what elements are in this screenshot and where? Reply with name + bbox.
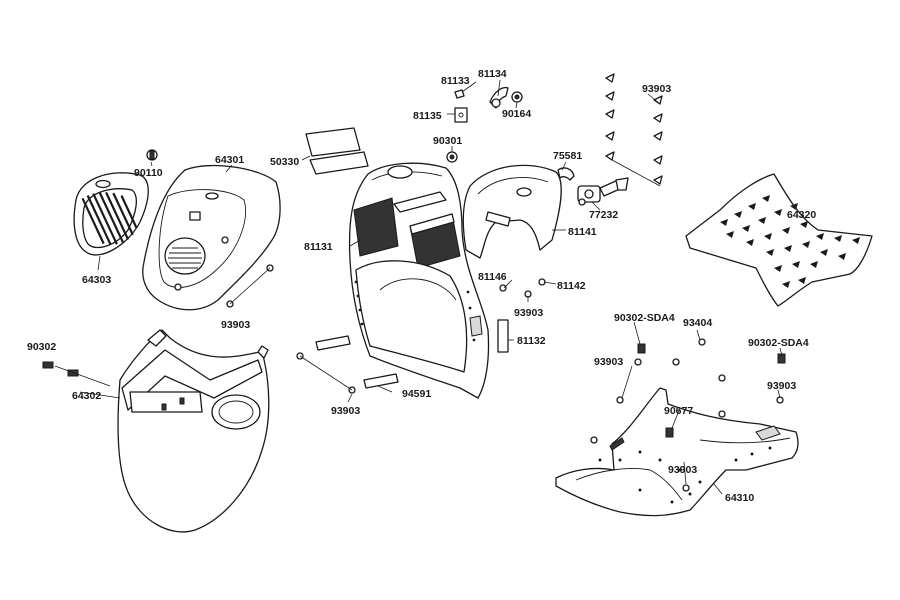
- hardware-81135: [454, 107, 468, 123]
- screws: [42, 264, 786, 492]
- hardware-90301: [446, 151, 458, 163]
- label-81133: 81133: [441, 75, 470, 87]
- label-81132: 81132: [517, 335, 546, 347]
- lock-77232: [577, 177, 629, 206]
- inner-frame-81141: [462, 164, 562, 259]
- label-64302: 64302: [72, 390, 101, 402]
- label-93903-left: 93903: [221, 319, 250, 331]
- label-90301: 90301: [433, 135, 462, 147]
- label-81131: 81131: [304, 241, 333, 253]
- label-81134: 81134: [478, 68, 507, 80]
- front-upper-cover-64301: [142, 164, 281, 311]
- label-77232: 77232: [589, 209, 618, 221]
- screw-set-93903-top: [605, 73, 663, 187]
- clip-75581: [557, 167, 575, 181]
- hardware-81133: [454, 89, 465, 99]
- label-93903-floor-center: 93903: [668, 464, 697, 476]
- label-64320: 64320: [787, 209, 816, 221]
- hardware-81134: [489, 86, 509, 109]
- label-64303: 64303: [82, 274, 111, 286]
- label-93903-bottom: 93903: [331, 405, 360, 417]
- label-81135: 81135: [413, 110, 442, 122]
- label-90110: 90110: [134, 167, 163, 179]
- pad-50330: [305, 127, 369, 175]
- label-81146: 81146: [478, 271, 507, 283]
- front-lower-cover-64302: [117, 329, 270, 533]
- label-64301: 64301: [215, 154, 244, 166]
- label-93903-floor-right: 93903: [767, 380, 796, 392]
- label-93404: 93404: [683, 317, 712, 329]
- floor-mat-64320: [685, 173, 873, 307]
- label-81142: 81142: [557, 280, 586, 292]
- grille-cover-64303: [73, 172, 149, 256]
- inner-cover-81131: [348, 162, 490, 399]
- label-90164: 90164: [502, 108, 531, 120]
- label-50330: 50330: [270, 156, 299, 168]
- label-93903-floor-left: 93903: [594, 356, 623, 368]
- hardware-90110: [146, 149, 158, 161]
- label-64310: 64310: [725, 492, 754, 504]
- hardware-90164: [511, 91, 523, 103]
- label-90302-sda4-a: 90302-SDA4: [614, 312, 675, 324]
- label-90302-sda4-b: 90302-SDA4: [748, 337, 809, 349]
- part-labels: 81133 81134 93903 81135 90164 90301 7558…: [27, 68, 816, 504]
- label-81141: 81141: [568, 226, 597, 238]
- label-90302: 90302: [27, 341, 56, 353]
- strip-94591: [315, 335, 399, 389]
- plate-81132: [497, 319, 509, 353]
- label-93903-top: 93903: [642, 83, 671, 95]
- label-94591: 94591: [402, 388, 431, 400]
- floor-panel-64310: [555, 387, 799, 517]
- leader-lines: [79, 79, 783, 495]
- label-93903-mid: 93903: [514, 307, 543, 319]
- label-90677: 90677: [664, 405, 693, 417]
- label-75581: 75581: [553, 150, 582, 162]
